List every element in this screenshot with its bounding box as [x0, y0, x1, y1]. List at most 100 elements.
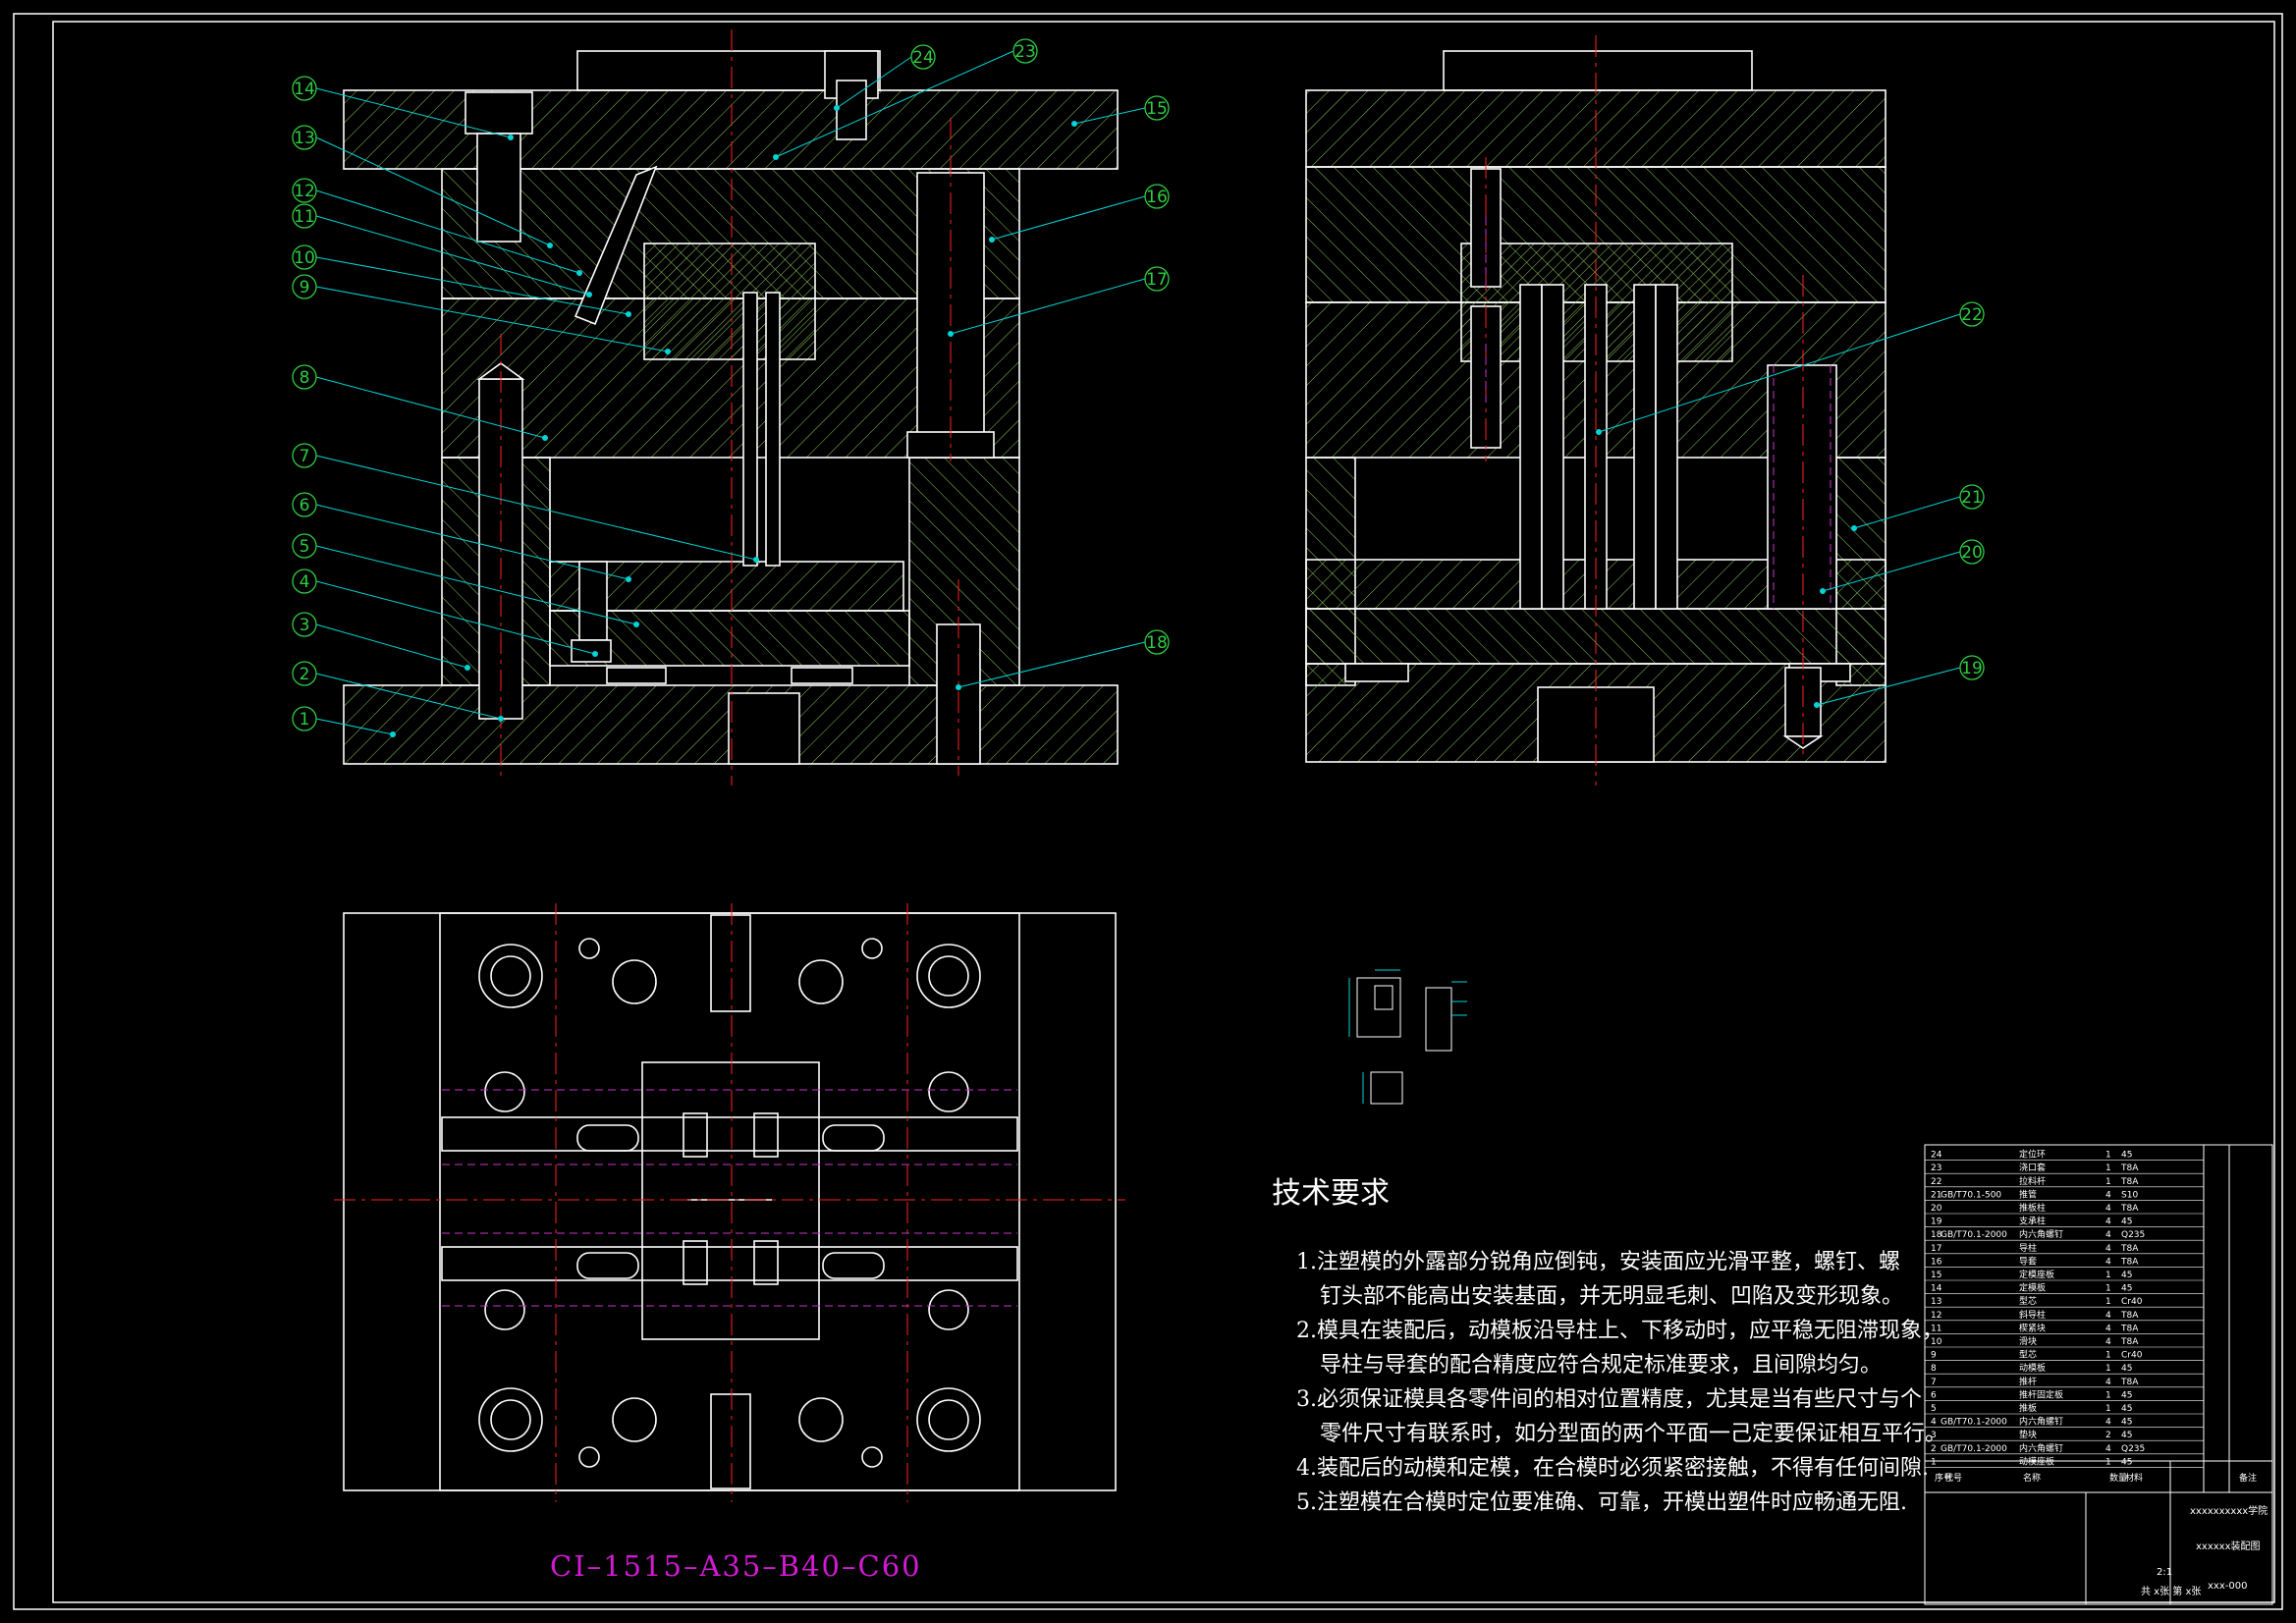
- bom-cell: 4: [2105, 1204, 2111, 1214]
- bom-cell: 45: [2121, 1431, 2132, 1440]
- balloon-circle: [1959, 484, 1985, 510]
- balloon-circle: [292, 178, 317, 203]
- bom-cell: 1: [2105, 1390, 2111, 1400]
- bom-cell: 推管: [2019, 1188, 2037, 1200]
- bom-cell: Cr40: [2121, 1297, 2143, 1307]
- bom-cell: T8A: [2120, 1311, 2139, 1321]
- inner-frame: [52, 21, 2275, 1603]
- balloon-label: 19: [1961, 659, 1983, 678]
- bom-cell: 垫块: [2019, 1429, 2037, 1440]
- leader-dot: [465, 665, 470, 671]
- leader-dot: [542, 435, 548, 441]
- balloon-label: 23: [1014, 42, 1036, 62]
- balloon-label: 2: [300, 665, 310, 684]
- bom-cell: 支承柱: [2019, 1216, 2046, 1227]
- bom-cell: 45: [2121, 1217, 2132, 1227]
- balloon-label: 24: [912, 48, 934, 68]
- bom-header-cell: 序号: [1935, 1472, 1952, 1484]
- balloon-circle: [292, 568, 317, 594]
- bom-cell: 1: [2105, 1457, 2111, 1467]
- balloon-circle: [1144, 184, 1170, 209]
- leader-dot: [989, 237, 995, 243]
- bom-cell: 45: [2121, 1151, 2132, 1161]
- bom-cell: 45: [2121, 1418, 2132, 1428]
- bom-cell: 15: [1931, 1271, 1941, 1280]
- leader-line: [1598, 313, 1961, 433]
- tech-req-line: 3.必须保证模具各零件间的相对位置精度，尤其是当有些尺寸与个: [1296, 1387, 1922, 1412]
- tech-req-line: 4.装配后的动模和定模，在合模时必须紧密接触，不得有任何间隙.: [1296, 1456, 1929, 1481]
- balloon-circle: [292, 706, 317, 731]
- title-block-text: 2:1: [2157, 1567, 2172, 1578]
- bom-cell: 21: [1931, 1190, 1941, 1200]
- tech-req-line: 零件尺寸有联系时，如分型面的两个平面一己定要保证相互平行。: [1320, 1422, 1947, 1446]
- bom-cell: 45: [2121, 1284, 2132, 1294]
- bom-cell: 12: [1931, 1311, 1941, 1321]
- leader-dot: [547, 243, 553, 248]
- bom-cell: GB/T70.1-500: [1941, 1190, 2001, 1200]
- tech-req-line: 5.注塑模在合模时定位要准确、可靠，开模出塑件时应畅通无阻.: [1296, 1490, 1907, 1515]
- balloon-circle: [1959, 301, 1985, 327]
- bom-cell: T8A: [2120, 1163, 2139, 1173]
- bom-cell: 45: [2121, 1364, 2132, 1374]
- leader-dot: [508, 135, 514, 140]
- plan-view: [343, 912, 1117, 1491]
- bom-header-cell: 代号: [1944, 1473, 1962, 1484]
- leader-dot: [1814, 702, 1820, 708]
- bom-cell: 2: [1931, 1444, 1937, 1454]
- leader-dot: [1071, 121, 1077, 127]
- balloon-circle: [1012, 38, 1038, 64]
- balloon-label: 6: [300, 496, 310, 515]
- bom-cell: 14: [1931, 1284, 1942, 1294]
- bom-cell: 4: [2105, 1190, 2111, 1200]
- bom-header-cell: 材料: [2125, 1472, 2143, 1484]
- bom-cell: GB/T70.1-2000: [1941, 1444, 2007, 1454]
- leader-dot: [1596, 429, 1602, 435]
- bom-header-cell: 数量: [2109, 1472, 2127, 1484]
- balloon-circle: [910, 44, 936, 70]
- leader-line: [775, 50, 1014, 158]
- balloon-label: 7: [300, 447, 310, 466]
- balloon-circle: [292, 364, 317, 390]
- bom-cell: 9: [1931, 1351, 1937, 1361]
- bom-cell: 4: [2105, 1324, 2111, 1333]
- bom-cell: 1: [2105, 1177, 2111, 1187]
- outer-frame: [13, 13, 2283, 1610]
- leader-dot: [586, 292, 592, 298]
- bom-cell: 楔紧块: [2019, 1322, 2046, 1333]
- bom-cell: 4: [2105, 1378, 2111, 1387]
- balloon-circle: [292, 244, 317, 270]
- balloon-circle: [292, 203, 317, 229]
- bom-cell: 11: [1931, 1324, 1941, 1333]
- tech-req-line: 1.注塑模的外露部分锐角应倒钝，安装面应光滑平整，螺钉、螺: [1296, 1250, 1900, 1274]
- bom-cell: 推板柱: [2019, 1202, 2046, 1214]
- balloon-label: 21: [1961, 488, 1983, 508]
- bom-cell: 滑块: [2019, 1335, 2037, 1347]
- leader-dot: [498, 716, 504, 722]
- leader-line: [315, 504, 629, 580]
- bom-cell: 16: [1931, 1257, 1942, 1267]
- title-block-text: xxx-000: [2208, 1581, 2247, 1592]
- balloon-circle: [1144, 629, 1170, 655]
- balloon-label: 11: [294, 207, 315, 227]
- leader-dot: [956, 684, 961, 690]
- balloon-circle: [292, 125, 317, 150]
- bom-cell: 23: [1931, 1163, 1941, 1173]
- bom-cell: 20: [1931, 1204, 1942, 1214]
- bom-cell: 型芯: [2019, 1349, 2037, 1361]
- bom-header-cell: 名称: [2023, 1472, 2041, 1484]
- leader-line: [1853, 496, 1961, 529]
- bom-cell: T8A: [2120, 1324, 2139, 1333]
- bom-cell: 1: [2105, 1284, 2111, 1294]
- mold-base-model-code: CI–1515–A35–B40–C60: [550, 1549, 922, 1583]
- bom-cell: 型芯: [2019, 1295, 2037, 1307]
- bom-cell: 推杆固定板: [2019, 1388, 2063, 1400]
- tech-req-line: 导柱与导套的配合精度应符合规定标准要求，且间隙均匀。: [1320, 1353, 1883, 1378]
- balloon-circle: [292, 492, 317, 517]
- bom-cell: 内六角螺钉: [2019, 1442, 2063, 1454]
- balloon-circle: [292, 274, 317, 299]
- balloon-label: 22: [1961, 305, 1983, 325]
- leader-line: [315, 136, 551, 246]
- bom-cell: 13: [1931, 1297, 1941, 1307]
- bom-cell: 24: [1931, 1151, 1942, 1161]
